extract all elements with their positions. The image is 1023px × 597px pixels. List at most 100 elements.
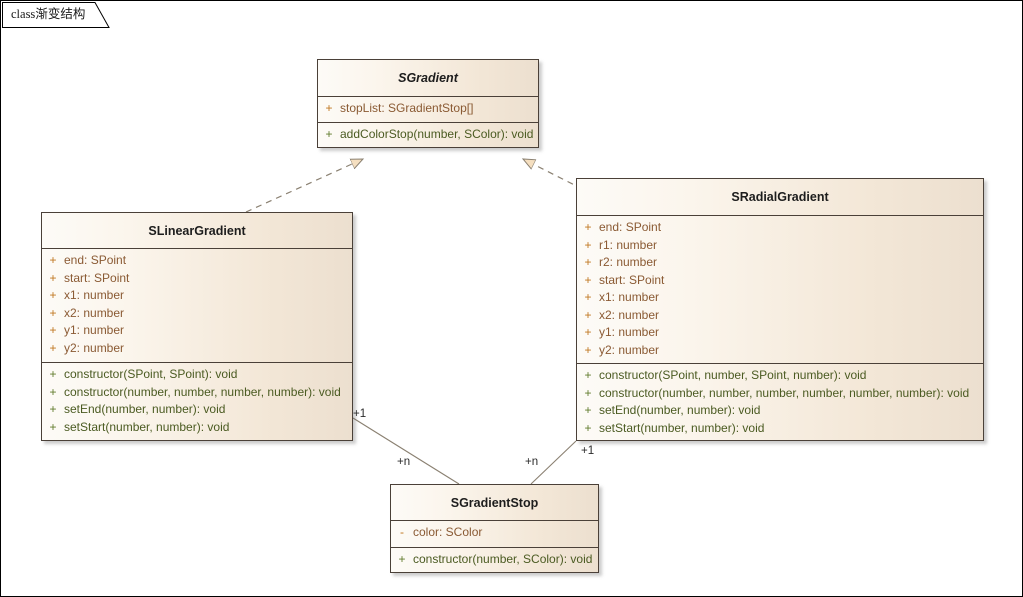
- edge-label-radial-one: +1: [581, 445, 595, 457]
- operation-row[interactable]: + constructor(SPoint, number, SPoint, nu…: [577, 368, 983, 386]
- attribute-row[interactable]: + y1: number: [577, 325, 983, 343]
- visibility-marker: +: [49, 402, 57, 416]
- attribute-label: y2: number: [599, 342, 660, 357]
- link-realization-radial-to-gradient[interactable]: [523, 159, 623, 210]
- attribute-label: color: SColor: [413, 525, 483, 539]
- visibility-marker: +: [584, 385, 592, 400]
- link-realization-linear-to-gradient[interactable]: [245, 158, 363, 213]
- attribute-row[interactable]: + r2: number: [577, 255, 983, 273]
- attribute-label: x2: number: [64, 305, 125, 320]
- attribute-row[interactable]: + start: SPoint: [577, 273, 983, 291]
- visibility-marker: +: [325, 127, 333, 141]
- link-association-radial-to-stop[interactable]: [530, 440, 577, 485]
- visibility-marker: +: [584, 290, 592, 304]
- edge-label-radial-many: +n: [525, 456, 539, 468]
- visibility-marker: +: [398, 552, 406, 566]
- visibility-marker: +: [584, 255, 592, 269]
- operation-row[interactable]: + setEnd(number, number): void: [577, 403, 983, 421]
- visibility-marker: +: [325, 101, 333, 115]
- attribute-row[interactable]: + x1: number: [577, 290, 983, 308]
- operation-label: constructor(SPoint, number, SPoint, numb…: [599, 368, 867, 382]
- class-box-slineargradient[interactable]: SLinearGradient + end: SPoint + start: S…: [41, 212, 353, 441]
- visibility-marker: +: [49, 367, 57, 381]
- operation-label: setEnd(number, number): void: [64, 402, 226, 416]
- visibility-marker: +: [584, 420, 592, 435]
- visibility-marker: +: [584, 368, 592, 382]
- visibility-marker: +: [49, 288, 57, 302]
- attribute-row[interactable]: + x1: number: [42, 288, 352, 306]
- attribute-row[interactable]: + y2: number: [577, 343, 983, 361]
- attribute-label: stopList: SGradientStop[]: [340, 101, 474, 115]
- operation-row[interactable]: + constructor(SPoint, SPoint): void: [42, 367, 352, 385]
- attribute-label: y2: number: [64, 340, 125, 355]
- operation-row[interactable]: + constructor(number, number, number, nu…: [42, 385, 352, 403]
- diagram-title-name: 渐变结构: [35, 7, 86, 21]
- attribute-label: start: SPoint: [599, 272, 665, 287]
- operation-label: constructor(SPoint, SPoint): void: [64, 367, 238, 381]
- operation-row[interactable]: + setStart(number, number): void: [42, 420, 352, 438]
- operation-row[interactable]: + setStart(number, number): void: [577, 421, 983, 439]
- operation-row[interactable]: + constructor(number, number, number, nu…: [577, 386, 983, 404]
- operation-row[interactable]: + setEnd(number, number): void: [42, 402, 352, 420]
- class-box-sgradientstop[interactable]: SGradientStop - color: SColor + construc…: [390, 484, 599, 573]
- operation-label: setEnd(number, number): void: [599, 403, 761, 417]
- attributes-section-slineargradient: + end: SPoint + start: SPoint + x1: numb…: [42, 248, 352, 362]
- operation-row[interactable]: + addColorStop(number, SColor): void: [318, 127, 538, 145]
- class-name-sgradient: SGradient: [398, 71, 458, 85]
- attribute-row[interactable]: + end: SPoint: [42, 253, 352, 271]
- attribute-row[interactable]: + end: SPoint: [577, 220, 983, 238]
- attribute-row[interactable]: + stopList: SGradientStop[]: [318, 101, 538, 119]
- visibility-marker: +: [584, 272, 592, 287]
- class-box-sradialgradient[interactable]: SRadialGradient + end: SPoint + r1: numb…: [576, 178, 984, 441]
- visibility-marker: +: [584, 307, 592, 322]
- attribute-label: x2: number: [599, 307, 660, 322]
- link-association-linear-to-stop[interactable]: [352, 417, 460, 485]
- attribute-label: y1: number: [64, 323, 125, 337]
- attribute-label: r1: number: [599, 237, 658, 252]
- operation-row[interactable]: + constructor(number, SColor): void: [391, 552, 598, 570]
- attribute-label: r2: number: [599, 255, 658, 269]
- attributes-section-sradialgradient: + end: SPoint + r1: number + r2: number …: [577, 215, 983, 363]
- attribute-row[interactable]: + r1: number: [577, 238, 983, 256]
- attribute-label: end: SPoint: [599, 220, 662, 234]
- edge-label-linear-many: +n: [397, 456, 411, 468]
- class-name-slineargradient: SLinearGradient: [148, 223, 246, 238]
- visibility-marker: +: [49, 253, 57, 267]
- visibility-marker: +: [584, 220, 592, 234]
- attribute-label: x1: number: [64, 288, 125, 302]
- attribute-row[interactable]: - color: SColor: [391, 525, 598, 543]
- visibility-marker: +: [49, 270, 57, 285]
- edge-label-linear-one: +1: [353, 408, 367, 420]
- visibility-marker: +: [584, 237, 592, 252]
- attribute-label: x1: number: [599, 290, 660, 304]
- visibility-marker: +: [584, 325, 592, 339]
- class-box-sgradient[interactable]: SGradient + stopList: SGradientStop[] + …: [317, 59, 539, 148]
- visibility-marker: +: [584, 403, 592, 417]
- attribute-row[interactable]: + y1: number: [42, 323, 352, 341]
- class-name-sradialgradient: SRadialGradient: [731, 190, 829, 204]
- visibility-marker: +: [584, 342, 592, 357]
- attribute-row[interactable]: + x2: number: [42, 306, 352, 324]
- operations-section-sradialgradient: + constructor(SPoint, number, SPoint, nu…: [577, 363, 983, 441]
- attributes-section-sgradient: + stopList: SGradientStop[]: [318, 96, 538, 122]
- attributes-section-sgradientstop: - color: SColor: [391, 520, 598, 547]
- operation-label: setStart(number, number): void: [64, 419, 230, 434]
- operation-label: constructor(number, number, number, numb…: [64, 384, 341, 399]
- operation-label: addColorStop(number, SColor): void: [340, 127, 534, 141]
- attribute-row[interactable]: + start: SPoint: [42, 271, 352, 289]
- attribute-row[interactable]: + y2: number: [42, 341, 352, 359]
- visibility-marker: -: [400, 525, 404, 539]
- operation-label: constructor(number, SColor): void: [413, 552, 593, 566]
- visibility-marker: +: [49, 384, 57, 399]
- operations-section-sgradientstop: + constructor(number, SColor): void: [391, 547, 598, 574]
- visibility-marker: +: [49, 323, 57, 337]
- visibility-marker: +: [49, 340, 57, 355]
- visibility-marker: +: [49, 305, 57, 320]
- attribute-label: end: SPoint: [64, 253, 127, 267]
- operations-section-sgradient: + addColorStop(number, SColor): void: [318, 122, 538, 149]
- operations-section-slineargradient: + constructor(SPoint, SPoint): void + co…: [42, 362, 352, 442]
- attribute-row[interactable]: + x2: number: [577, 308, 983, 326]
- operation-label: constructor(number, number, number, numb…: [599, 385, 970, 400]
